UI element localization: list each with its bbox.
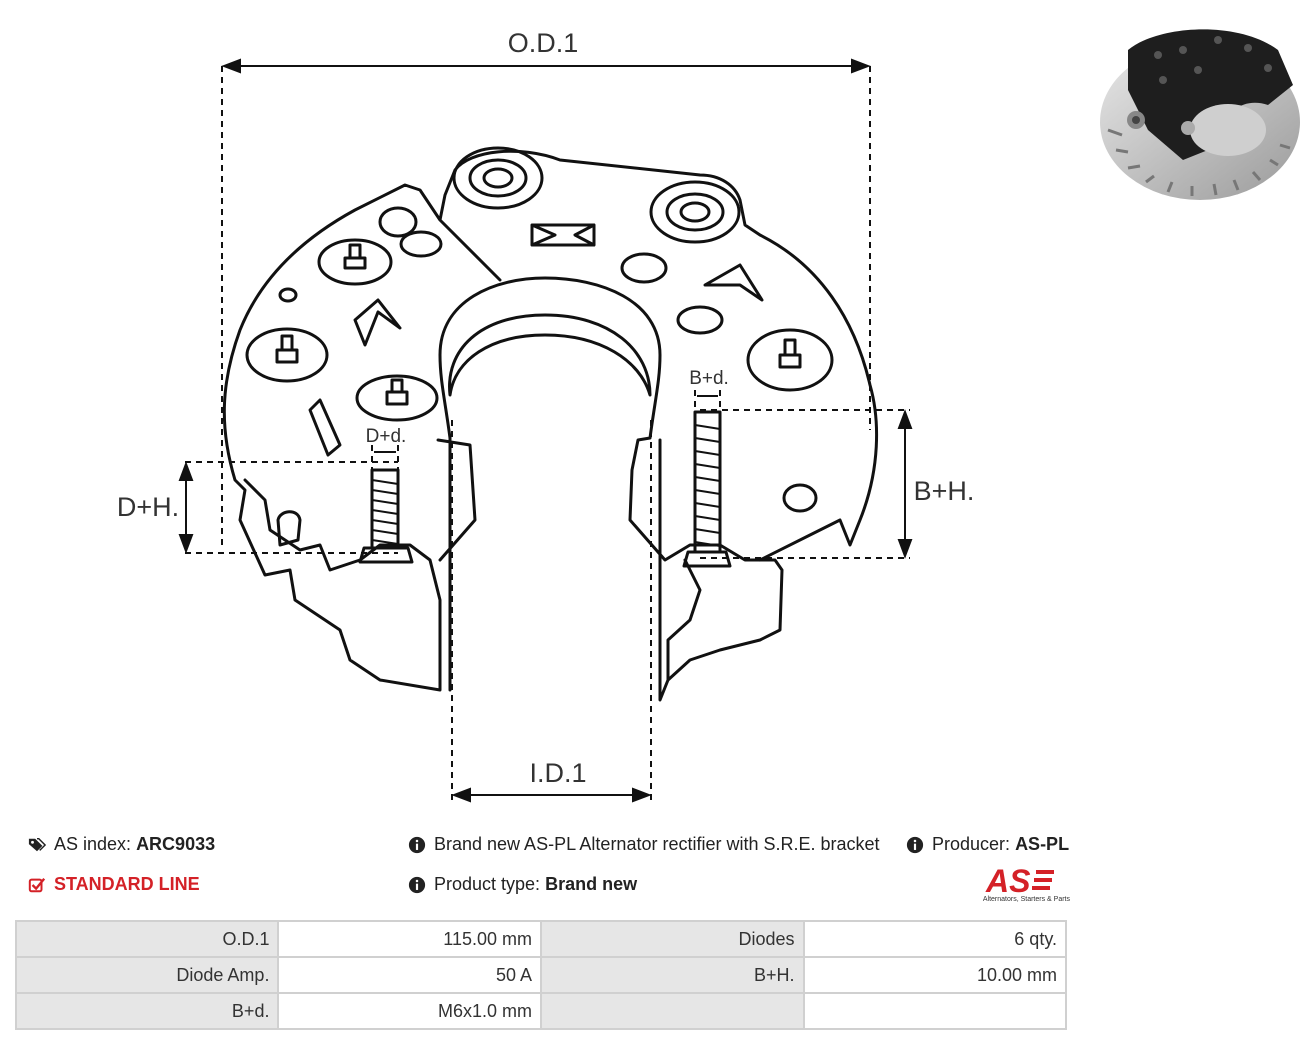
spec-value: 115.00 mm <box>277 920 542 958</box>
as-logo: AS Alternators, Starters & Parts <box>966 863 1070 906</box>
spec-value: M6x1.0 mm <box>277 992 542 1030</box>
spec-value: 50 A <box>277 956 542 994</box>
check-square-icon <box>28 877 46 892</box>
info-icon <box>408 836 426 853</box>
table-row: O.D.1 115.00 mm Diodes 6 qty. <box>14 920 1068 958</box>
spec-label <box>540 992 805 1030</box>
spec-label: Diodes <box>540 920 805 958</box>
table-row: B+d. M6x1.0 mm <box>14 992 1068 1030</box>
dd-label: D+d. <box>366 426 407 447</box>
product-description: Brand new AS-PL Alternator rectifier wit… <box>408 834 880 855</box>
standard-line-label: STANDARD LINE <box>54 874 200 894</box>
product-photo <box>1100 29 1300 200</box>
producer-value: AS-PL <box>1015 834 1070 854</box>
as-index: AS index: ARC9033 <box>28 834 215 855</box>
spec-value: 10.00 mm <box>802 956 1068 994</box>
spec-label: Diode Amp. <box>14 956 280 994</box>
center-bore-rim <box>448 313 652 397</box>
spec-label: O.D.1 <box>14 920 280 958</box>
as-index-value: ARC9033 <box>136 834 216 854</box>
spec-value <box>802 992 1068 1030</box>
rectifier-outline <box>222 149 879 702</box>
as-logo-tagline: Alternators, Starters & Parts <box>982 896 1070 903</box>
od-label: O.D.1 <box>508 28 579 58</box>
table-row: Diode Amp. 50 A B+H. 10.00 mm <box>14 956 1068 994</box>
spec-value: 6 qty. <box>802 920 1068 958</box>
info-icon <box>906 836 924 853</box>
tags-icon <box>28 837 46 851</box>
description-text: Brand new AS-PL Alternator rectifier wit… <box>434 834 880 854</box>
spec-label: B+d. <box>14 992 280 1030</box>
info-icon <box>408 876 426 893</box>
dh-label: D+H. <box>117 492 179 522</box>
product-type-value: Brand new <box>545 874 638 894</box>
bh-label: B+H. <box>914 476 975 506</box>
specs-table: O.D.1 115.00 mm Diodes 6 qty. Diode Amp.… <box>14 920 1068 1030</box>
spec-label: B+H. <box>540 956 805 994</box>
id-label: I.D.1 <box>529 758 586 788</box>
as-logo-mark: AS <box>985 863 1054 899</box>
product-type-label: Product type: <box>434 874 541 894</box>
as-index-label: AS index: <box>54 834 132 854</box>
bd-label: B+d. <box>689 368 729 389</box>
product-type: Product type: Brand new <box>408 874 637 895</box>
standard-line: STANDARD LINE <box>28 874 200 895</box>
technical-drawing: O.D.1 I.D.1 D+H. B+H. D+d. B+d. <box>117 28 975 803</box>
producer-label: Producer: <box>932 834 1011 854</box>
svg-text:AS: AS <box>985 864 1031 896</box>
producer: Producer: AS-PL <box>906 834 1069 855</box>
